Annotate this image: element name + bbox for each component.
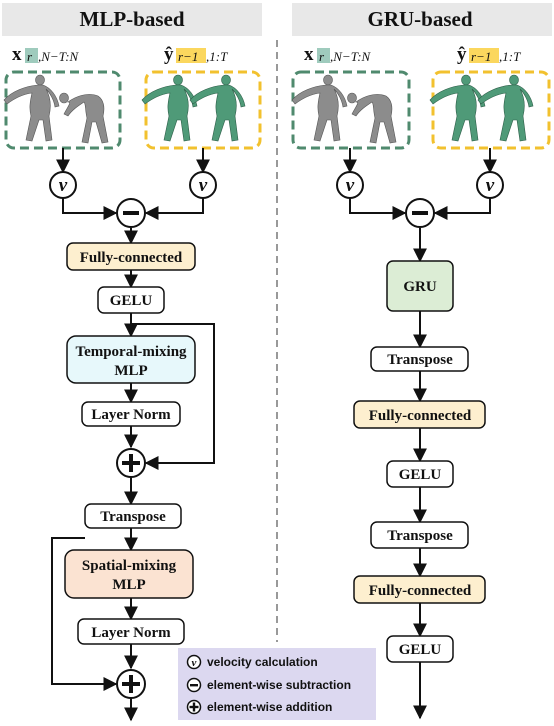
legend: v velocity calculation element-wise subt…: [178, 648, 376, 720]
y-highlight: [176, 48, 206, 63]
mlp-layernorm-block-2: Layer Norm: [77, 618, 185, 645]
x-highlight-text: r: [27, 49, 33, 64]
gru-fc-block-1: Fully-connected: [353, 400, 486, 429]
header-mlp: MLP-based: [2, 3, 262, 36]
svg-text:v: v: [486, 175, 495, 196]
subtraction-node-left: [116, 198, 146, 228]
x-highlight-text: r: [319, 49, 325, 64]
x-symbol: x: [304, 44, 314, 65]
legend-velocity-text: velocity calculation: [207, 655, 318, 669]
x-highlight: [25, 48, 38, 63]
y-highlight-text: r−1: [471, 49, 491, 64]
svg-text:Fully-connected: Fully-connected: [369, 408, 472, 424]
legend-bg: [178, 648, 376, 720]
svg-text:GELU: GELU: [110, 293, 153, 309]
mlp-connectors: [51, 148, 215, 722]
pose-box-x-left: [3, 70, 122, 150]
mlp-fc-block: Fully-connected: [66, 242, 196, 271]
y-subscript: ,1:T: [499, 49, 521, 64]
svg-text:Fully-connected: Fully-connected: [369, 583, 472, 599]
gru-connectors: [343, 148, 497, 720]
svg-text:GELU: GELU: [399, 642, 442, 658]
x-highlight: [317, 48, 330, 63]
green-human-pose-image: [141, 74, 246, 142]
gru-block: GRU: [386, 260, 454, 312]
y-symbol: ŷ: [164, 44, 174, 65]
svg-text:Transpose: Transpose: [100, 509, 166, 525]
y-subscript: ,1:T: [206, 49, 228, 64]
svg-text:GRU: GRU: [403, 279, 437, 295]
x-subscript: ,N−T:N: [38, 49, 80, 64]
green-human-pose-image: [429, 74, 534, 142]
gru-gelu-block-1: GELU: [386, 460, 454, 488]
velocity-node-x-left: v: [49, 171, 77, 199]
svg-text:Spatial-mixing: Spatial-mixing: [82, 558, 177, 574]
x-symbol: x: [12, 44, 22, 65]
svg-text:Temporal-mixing: Temporal-mixing: [75, 344, 187, 360]
input-label-y-right: ŷ r−1 ,1:T: [457, 44, 521, 65]
y-symbol: ŷ: [457, 44, 467, 65]
svg-text:v: v: [192, 657, 197, 669]
addition-node-left-1: [116, 448, 146, 478]
svg-text:v: v: [199, 175, 208, 196]
pose-box-x-right: [291, 70, 411, 150]
velocity-node-x-right: v: [336, 171, 364, 199]
gru-gelu-block-2: GELU: [386, 635, 454, 663]
svg-text:v: v: [346, 175, 355, 196]
input-label-x-right: x r ,N−T:N: [304, 44, 372, 65]
svg-text:MLP: MLP: [114, 363, 147, 379]
svg-text:Layer Norm: Layer Norm: [91, 625, 171, 641]
svg-text:Layer Norm: Layer Norm: [91, 407, 171, 423]
header-mlp-bg: [2, 3, 262, 36]
header-gru-bg: [292, 3, 552, 36]
velocity-node-y-left: v: [189, 171, 217, 199]
gru-transpose-block-1: Transpose: [370, 346, 469, 372]
legend-plus-icon: [186, 699, 202, 715]
gray-human-pose-image: [291, 74, 397, 144]
input-label-x-left: x r ,N−T:N: [12, 44, 80, 65]
header-gru: GRU-based: [292, 3, 552, 36]
gru-transpose-block-2: Transpose: [370, 521, 469, 549]
svg-text:Transpose: Transpose: [387, 352, 453, 368]
legend-minus-icon: [186, 677, 202, 693]
legend-subtraction-text: element-wise subtraction: [207, 678, 351, 692]
svg-text:Fully-connected: Fully-connected: [80, 250, 183, 266]
addition-node-left-2: [116, 669, 146, 699]
mlp-transpose-block: Transpose: [84, 503, 182, 529]
gru-fc-block-2: Fully-connected: [353, 575, 486, 604]
svg-text:MLP: MLP: [112, 577, 145, 593]
svg-text:v: v: [59, 175, 68, 196]
svg-text:Transpose: Transpose: [387, 528, 453, 544]
legend-velocity-icon: v: [186, 654, 202, 670]
mlp-gelu-block: GELU: [97, 286, 165, 314]
x-subscript: ,N−T:N: [330, 49, 372, 64]
pose-box-y-right: [429, 70, 551, 150]
mlp-layernorm-block-1: Layer Norm: [81, 401, 181, 427]
spatial-mixing-mlp-block: Spatial-mixing MLP: [64, 549, 194, 599]
svg-text:GELU: GELU: [399, 467, 442, 483]
legend-addition-text: element-wise addition: [207, 700, 332, 714]
header-mlp-title: MLP-based: [80, 7, 185, 31]
input-label-y-left: ŷ r−1 ,1:T: [164, 44, 228, 65]
subtraction-node-right: [405, 198, 435, 228]
temporal-mixing-mlp-block: Temporal-mixing MLP: [66, 335, 196, 384]
pose-box-y-left: [141, 70, 262, 150]
header-gru-title: GRU-based: [367, 7, 472, 31]
y-highlight: [469, 48, 499, 63]
velocity-node-y-right: v: [476, 171, 504, 199]
gray-human-pose-image: [3, 74, 109, 144]
y-highlight-text: r−1: [178, 49, 198, 64]
